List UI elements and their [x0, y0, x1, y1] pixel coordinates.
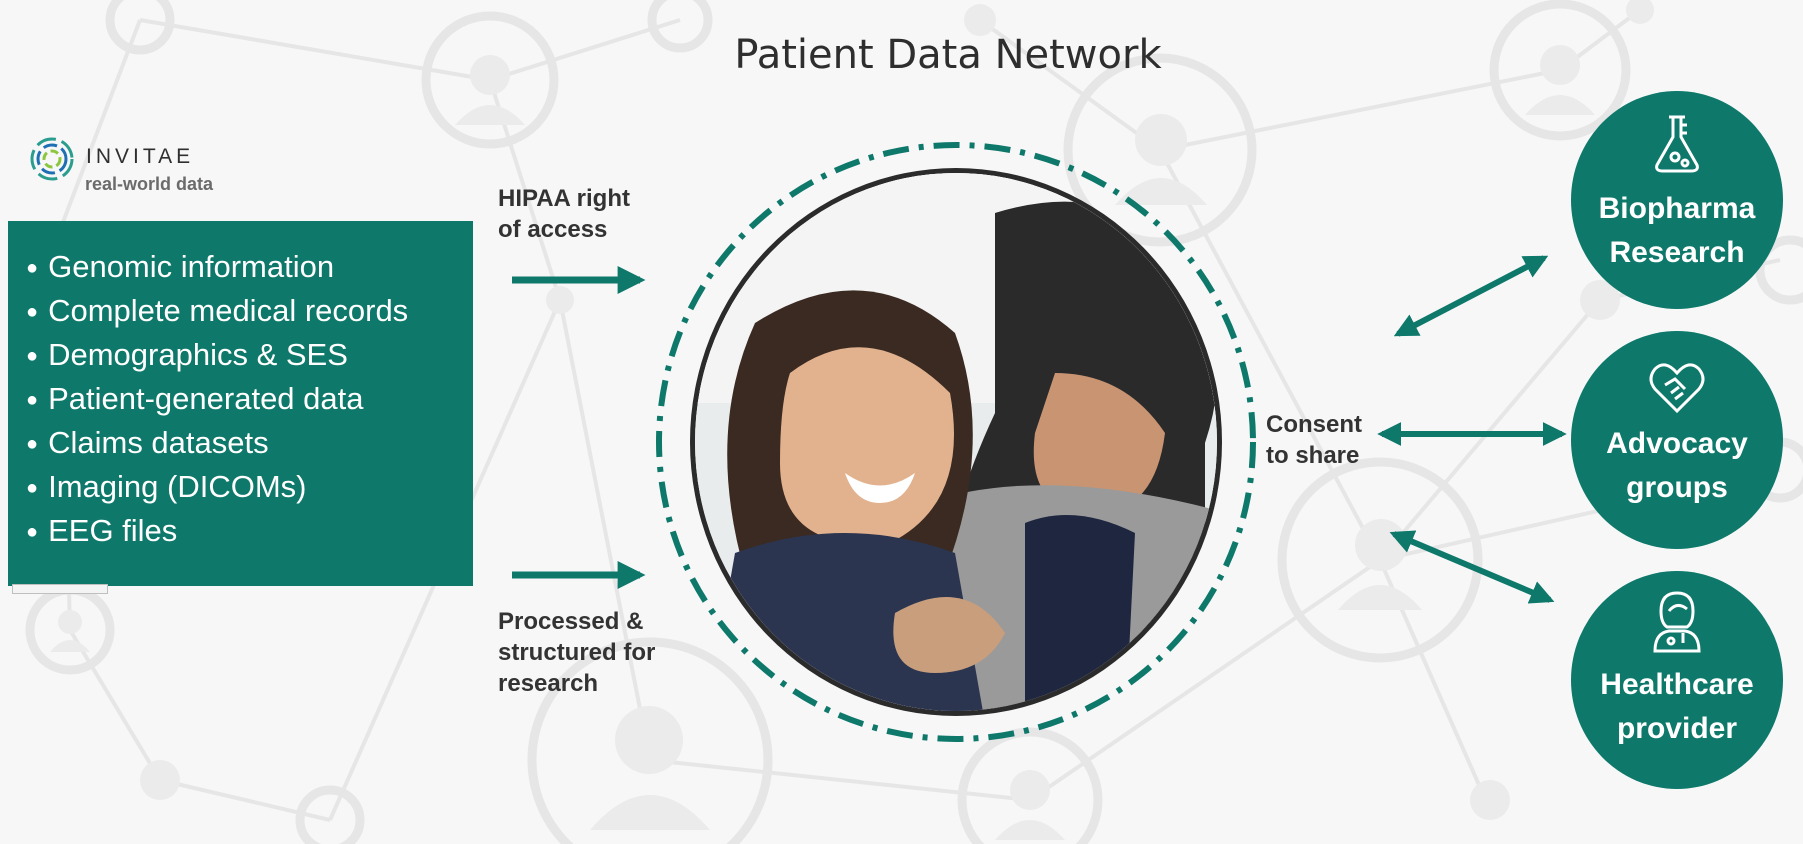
logo-tagline: real-world data — [85, 174, 214, 194]
arrow-healthcare — [1389, 530, 1555, 604]
flask-icon — [1655, 115, 1699, 173]
page-title: Patient Data Network — [734, 32, 1162, 78]
logo-brand: INVITAE — [86, 145, 195, 168]
healthcare-node[interactable]: Healthcare provider — [1571, 571, 1783, 789]
advocacy-node[interactable]: Advocacy groups — [1571, 331, 1783, 549]
doctor-icon — [1653, 591, 1701, 653]
heart-handshake-icon — [1649, 363, 1705, 414]
data-types-list: ●Genomic information ●Complete medical r… — [26, 245, 473, 553]
dashed-ring — [656, 142, 1256, 742]
list-item-label: Claims datasets — [48, 425, 269, 460]
list-item: ●Claims datasets — [26, 425, 269, 460]
invitae-swirl-icon — [30, 137, 74, 181]
node-label: Healthcare provider — [1600, 668, 1754, 745]
hipaa-label: HIPAA right of access — [498, 185, 630, 243]
list-item: ●Complete medical records — [26, 293, 409, 328]
processed-label: Processed & structured for research — [498, 608, 656, 697]
small-placeholder-mark — [12, 584, 108, 594]
patient-photo — [690, 168, 1222, 716]
consent-label: Consent to share — [1266, 411, 1362, 469]
biopharma-node[interactable]: Biopharma Research — [1571, 91, 1783, 309]
list-item: ●Imaging (DICOMs) — [26, 469, 307, 504]
node-label: Advocacy groups — [1606, 427, 1748, 504]
arrow-biopharma — [1393, 255, 1549, 337]
list-item-label: EEG files — [48, 513, 178, 548]
list-item-label: Demographics & SES — [48, 337, 348, 372]
list-item: ●Genomic information — [26, 249, 335, 284]
list-item: ●Patient-generated data — [26, 381, 364, 416]
list-item-label: Complete medical records — [48, 293, 409, 328]
list-item-label: Patient-generated data — [48, 381, 364, 416]
node-label: Biopharma Research — [1598, 192, 1756, 269]
list-item: ●Demographics & SES — [26, 337, 348, 372]
list-item-label: Genomic information — [48, 249, 335, 284]
mother-daughter-image — [695, 173, 1217, 711]
list-item-label: Imaging (DICOMs) — [48, 469, 307, 504]
list-item: ●EEG files — [26, 513, 178, 548]
data-types-panel: ●Genomic information ●Complete medical r… — [8, 221, 473, 586]
